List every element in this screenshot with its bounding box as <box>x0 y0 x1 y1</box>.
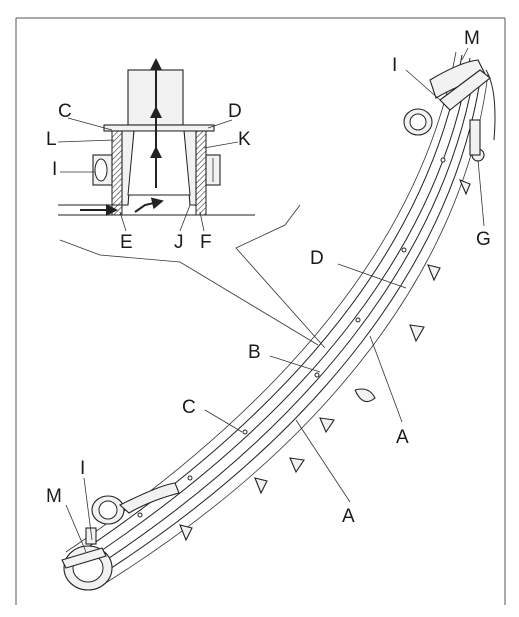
label-g: G <box>476 229 491 250</box>
label-inset-k: K <box>238 129 251 150</box>
label-m-top: M <box>464 28 480 49</box>
label-inset-f: F <box>200 232 212 253</box>
label-inset-e: E <box>120 232 133 253</box>
inset-section-view <box>57 58 255 232</box>
left-clamp-hole <box>94 158 108 182</box>
label-a-bottom: A <box>342 506 355 527</box>
detail-leader-1 <box>59 239 319 346</box>
top-flange <box>103 124 215 132</box>
label-m-bottom: M <box>46 486 62 507</box>
curved-trough-assembly <box>61 47 496 591</box>
detail-leader-2 <box>235 204 326 349</box>
label-inset-d: D <box>228 101 242 122</box>
label-c: C <box>182 397 196 418</box>
inset-labels: C D L K I E J F <box>46 101 251 253</box>
underside-brackets <box>179 178 471 542</box>
label-inset-j: J <box>174 232 184 253</box>
label-inset-i: I <box>52 159 57 180</box>
main-labels: M I G D B C A A I M <box>46 28 491 527</box>
left-outer-sleeve <box>111 130 123 216</box>
label-d: D <box>310 248 324 269</box>
label-a-right: A <box>396 427 409 448</box>
right-outer-sleeve <box>195 130 207 216</box>
label-inset-c: C <box>58 101 72 122</box>
inner-cone-bore <box>127 130 191 196</box>
label-i-top: I <box>392 55 397 76</box>
label-i-bottom: I <box>80 458 85 479</box>
left-inner-cone <box>121 130 135 206</box>
label-inset-l: L <box>46 129 57 150</box>
rail-bolts <box>137 157 446 518</box>
label-b: B <box>248 342 261 363</box>
bottom-end-assembly <box>61 482 180 591</box>
flow-arrow-turn <box>134 197 164 213</box>
top-end-assembly <box>403 59 496 162</box>
frame <box>15 17 506 605</box>
